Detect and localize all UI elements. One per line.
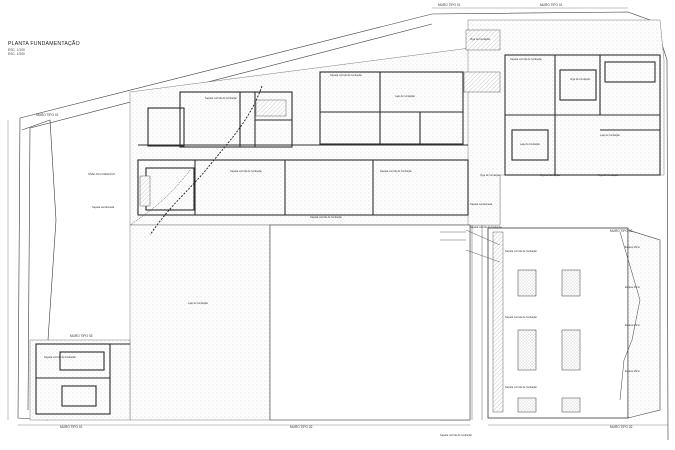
note-slab-2: Laje de fundação <box>395 94 415 98</box>
wall-label-top: MURO TIPO 01 <box>438 3 461 7</box>
wall-label-left: MURO TIPO 01 <box>36 113 59 117</box>
note-beam-3: Viga de fundação <box>598 173 619 177</box>
note-beam-5: Viga de fundação <box>470 37 491 41</box>
note-footing-12: Sapata corrida de fundação <box>440 433 472 437</box>
note-footing-9: Sapata corrida de fundação <box>505 385 537 389</box>
note-footing-2: Sapata corrida de fundação <box>330 73 362 77</box>
right-lower-block <box>487 227 661 419</box>
note-footing-10: Sapata corrida de fundação <box>44 355 76 359</box>
wall-label-right: MURO TIPO 02 <box>610 229 633 233</box>
drawing-scale-2: ESC. 1/200 <box>8 52 25 56</box>
note-stepped-2: Sapata escalonada <box>470 202 493 206</box>
note-level: NÍVEL DA FUNDAÇÃO <box>88 171 115 176</box>
wall-label-lower-left: MURO TIPO 03 <box>70 334 93 338</box>
note-pile-3: Estaca 25cm <box>625 323 640 327</box>
note-footing-3: Sapata corrida de fundação <box>510 57 542 61</box>
note-beam-2: Viga de fundação <box>540 173 561 177</box>
courtyard <box>269 224 471 421</box>
note-footing-5: Sapata corrida de fundação <box>380 169 412 173</box>
wall-label-bottom-left: MURO TIPO 01 <box>60 425 83 429</box>
note-footing-8: Sapata corrida de fundação <box>505 315 537 319</box>
note-footing-11: Sapata corrida de fundação <box>470 225 502 229</box>
note-pile-2: Estaca 25cm <box>625 285 640 289</box>
fault-lines <box>149 85 263 236</box>
note-slab-4: Laje de fundação <box>600 133 620 137</box>
site-boundary <box>17 11 669 441</box>
drawing-scale-1: ESC. 1/100 <box>8 48 25 52</box>
wall-label-bottom: MURO TIPO 02 <box>290 425 313 429</box>
dimension-lines <box>7 7 668 426</box>
note-beam-4: Viga de fundação <box>570 77 591 81</box>
note-pile-1: Estaca 25cm <box>625 245 640 249</box>
note-footing-6: Sapata corrida de fundação <box>310 215 342 219</box>
note-beam-1: Viga de fundação <box>480 173 501 177</box>
ramp-lines <box>440 225 501 420</box>
note-footing-4: Sapata corrida de fundação <box>230 169 262 173</box>
note-stepped-1: Sapata escalonada <box>92 205 115 209</box>
note-footing-7: Sapata corrida de fundação <box>505 249 537 253</box>
note-slab-3: Laje de fundação <box>520 142 540 146</box>
note-slab-1: Laje de fundação <box>188 301 208 305</box>
note-pile-4: Estaca 25cm <box>625 369 640 373</box>
wall-label-top-right: MURO TIPO 01 <box>540 3 563 7</box>
drawing-title: PLANTA FUNDAMENTAÇÃO <box>8 41 80 47</box>
wall-label-right-b: MURO TIPO 02 <box>610 425 633 429</box>
note-footing-1: Sapata corrida de fundação <box>205 96 237 100</box>
footing-walls <box>35 54 661 415</box>
